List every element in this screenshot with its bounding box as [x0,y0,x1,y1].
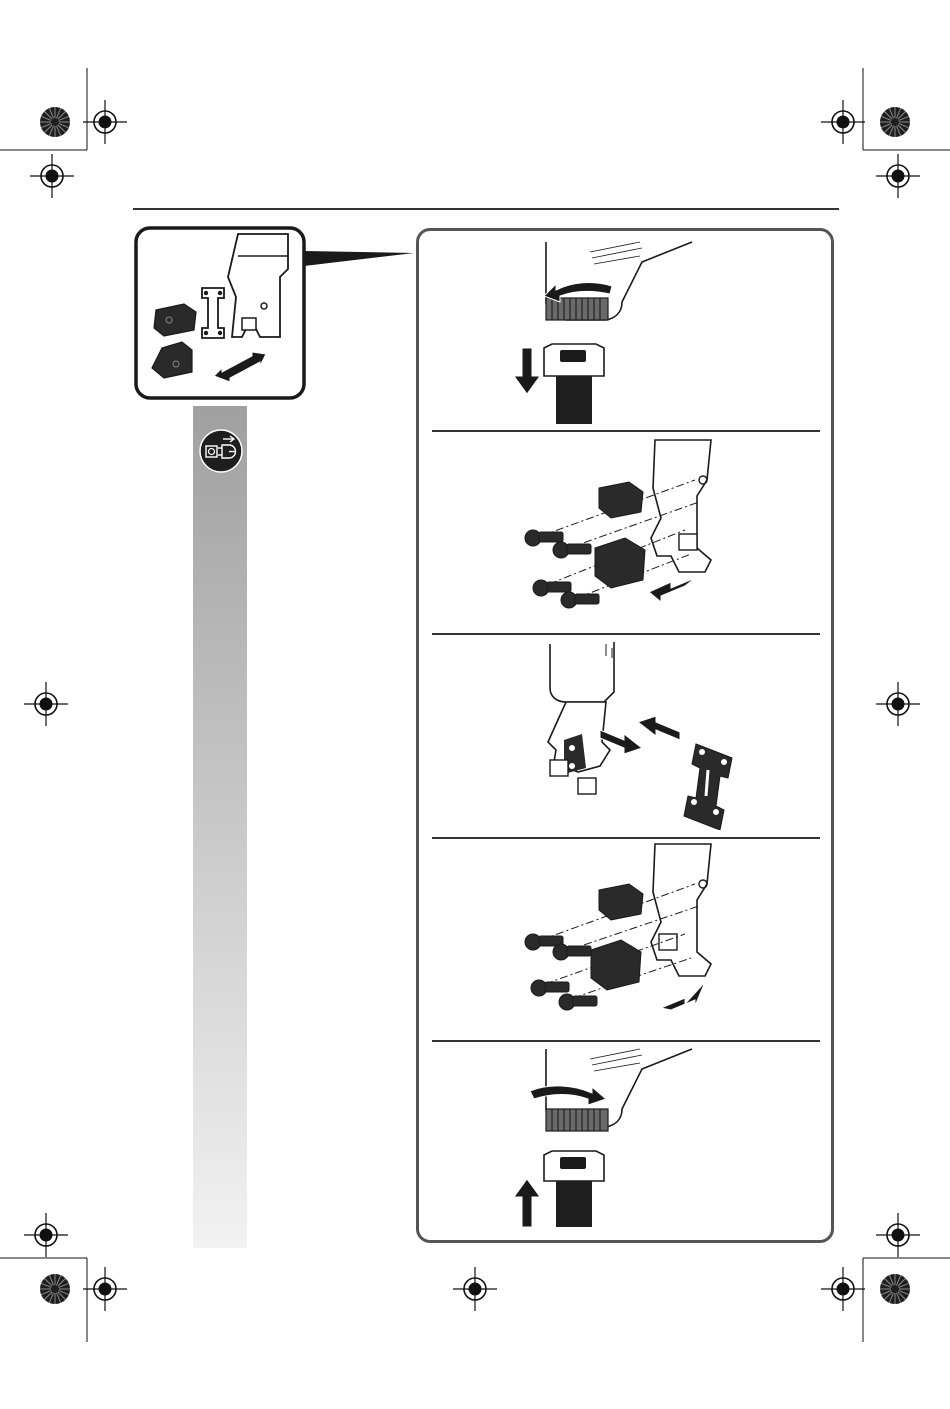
step-tighten-nut [500,1045,700,1230]
step-mount-guides [505,842,745,1032]
panel-divider [432,1040,820,1042]
tool-head-graphic [228,234,288,337]
panel-divider [432,633,820,635]
overview-inset [134,226,424,401]
panel-divider [432,430,820,432]
gray-side-bar [193,406,247,1248]
step-remove-guides [505,438,745,628]
panel-divider [432,837,820,839]
step-replace-plate [520,640,740,830]
step-release-nut [500,238,700,428]
callout-pointer [304,251,414,266]
unplug-mains-icon [198,428,244,474]
